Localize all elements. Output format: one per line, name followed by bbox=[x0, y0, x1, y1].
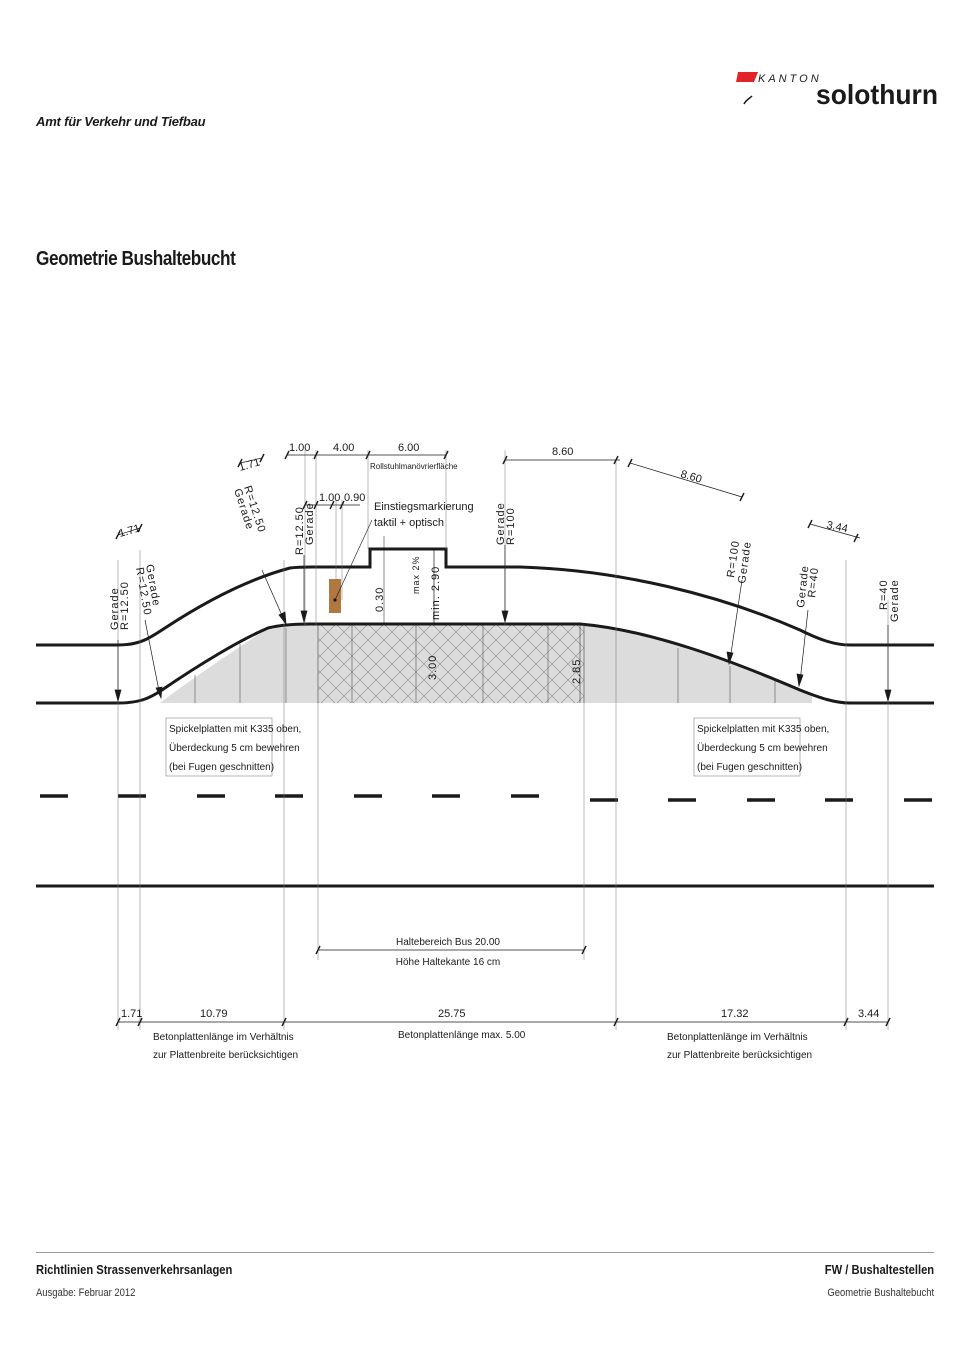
dim-top-6: 1.71 bbox=[238, 456, 262, 473]
dim-top-3: 6.00 bbox=[398, 442, 419, 454]
bottom-note-left-1: Betonplattenlänge im Verhältnis bbox=[153, 1032, 294, 1043]
footer-divider bbox=[36, 1252, 934, 1253]
logo-word-kanton: KANTON bbox=[758, 73, 822, 85]
dim-bottom-4: 17.32 bbox=[721, 1008, 749, 1020]
kanton-solothurn-logo: KANTON solothurn bbox=[736, 72, 938, 110]
department-name: Amt für Verkehr und Tiefbau bbox=[36, 114, 206, 129]
geom-label-l4a: R=12.50 bbox=[294, 506, 306, 555]
geom-label-l1a: Gerade bbox=[109, 587, 121, 630]
geom-label-l5b: R=100 bbox=[505, 507, 517, 545]
bench-marker bbox=[329, 579, 341, 613]
footer-guideline-title: Richtlinien Strassenverkehrsanlagen bbox=[36, 1262, 233, 1277]
dim-285: 2.85 bbox=[571, 659, 583, 684]
dim-bottom-2: 10.79 bbox=[200, 1008, 228, 1020]
plate-note-right-3: (bei Fugen geschnitten) bbox=[697, 762, 802, 773]
geom-label-l5a: Gerade bbox=[495, 502, 507, 545]
dim-030: 0.30 bbox=[374, 587, 386, 612]
geom-label-r3a: R=40 bbox=[878, 579, 890, 610]
plate-note-right-2: Überdeckung 5 cm bewehren bbox=[697, 742, 828, 754]
geom-label-r2b: R=40 bbox=[806, 567, 821, 599]
plate-joints bbox=[194, 625, 776, 703]
wheelchair-zone-label: Rollstuhlmanövrierfläche bbox=[370, 462, 458, 471]
dim-top-8: 1.00 bbox=[319, 492, 340, 504]
entry-marking-dot bbox=[333, 598, 337, 602]
bottom-note-left-2: zur Plattenbreite berücksichtigen bbox=[153, 1050, 298, 1061]
logo-swoosh bbox=[743, 95, 753, 105]
dim-top-9: 0.90 bbox=[344, 492, 365, 504]
bottom-note-right-1: Betonplattenlänge im Verhältnis bbox=[667, 1032, 808, 1043]
dim-bottom-3: 25.75 bbox=[438, 1008, 466, 1020]
plate-note-left-1: Spickelplatten mit K335 oben, bbox=[169, 724, 301, 735]
lane-centerline bbox=[40, 794, 932, 802]
geom-label-l4b: Gerade bbox=[304, 502, 316, 545]
plate-note-left-3: (bei Fugen geschnitten) bbox=[169, 762, 274, 773]
dim-bottom-5: 3.44 bbox=[858, 1008, 879, 1020]
plate-note-right-box bbox=[693, 717, 801, 777]
extension-lines bbox=[117, 450, 889, 1030]
plate-note-left-2: Überdeckung 5 cm bewehren bbox=[169, 742, 300, 754]
bottom-note-mid: Betonplattenlänge max. 5.00 bbox=[398, 1030, 526, 1041]
logo-red-mark bbox=[736, 72, 758, 82]
geom-label-r1b: Gerade bbox=[736, 540, 754, 584]
plate-note-right-1: Spickelplatten mit K335 oben, bbox=[697, 724, 829, 735]
dim-min-290: min. 2.90 bbox=[430, 566, 442, 620]
bottom-note-right-2: zur Plattenbreite berücksichtigen bbox=[667, 1050, 812, 1061]
geom-label-r1a: R=100 bbox=[725, 539, 742, 578]
logo-word-solothurn: solothurn bbox=[816, 79, 938, 110]
geom-label-l1b: R=12.50 bbox=[119, 581, 131, 630]
footer-section-sub: Geometrie Bushaltebucht bbox=[827, 1287, 934, 1299]
dimension-ticks bbox=[115, 450, 891, 1027]
geom-label-r2a: Gerade bbox=[795, 565, 811, 609]
dim-top-4: 8.60 bbox=[552, 446, 573, 458]
dim-top-1: 1.00 bbox=[289, 442, 310, 454]
dim-top-2: 4.00 bbox=[333, 442, 354, 454]
leader-lines bbox=[114, 545, 892, 703]
footpath-back-line bbox=[36, 547, 934, 647]
entry-marking-leader bbox=[334, 519, 373, 601]
geom-label-r3b: Gerade bbox=[889, 579, 901, 622]
halt-zone-hatch bbox=[318, 625, 584, 703]
dim-top-7: 1.71 bbox=[118, 522, 142, 539]
dim-top-10: 3.44 bbox=[825, 519, 848, 535]
footer-edition: Ausgabe: Februar 2012 bbox=[36, 1287, 136, 1299]
slope-max-2: max 2% bbox=[411, 555, 421, 594]
entry-marking-label-1: Einstiegsmarkierung bbox=[374, 501, 474, 513]
page-title: Geometrie Bushaltebucht bbox=[36, 248, 236, 270]
dimension-lines bbox=[117, 454, 888, 1023]
dim-bottom-1: 1.71 bbox=[121, 1008, 142, 1020]
halt-area-label: Haltebereich Bus 20.00 bbox=[396, 937, 500, 948]
dim-top-5: 8.60 bbox=[679, 468, 703, 485]
plate-note-left-box bbox=[165, 717, 273, 777]
footer-section-title: FW / Bushaltestellen bbox=[824, 1262, 934, 1277]
entry-marking-label-2: taktil + optisch bbox=[374, 517, 444, 529]
halt-height-label: Höhe Haltekante 16 cm bbox=[396, 957, 501, 968]
dim-300: 3.00 bbox=[427, 655, 439, 680]
